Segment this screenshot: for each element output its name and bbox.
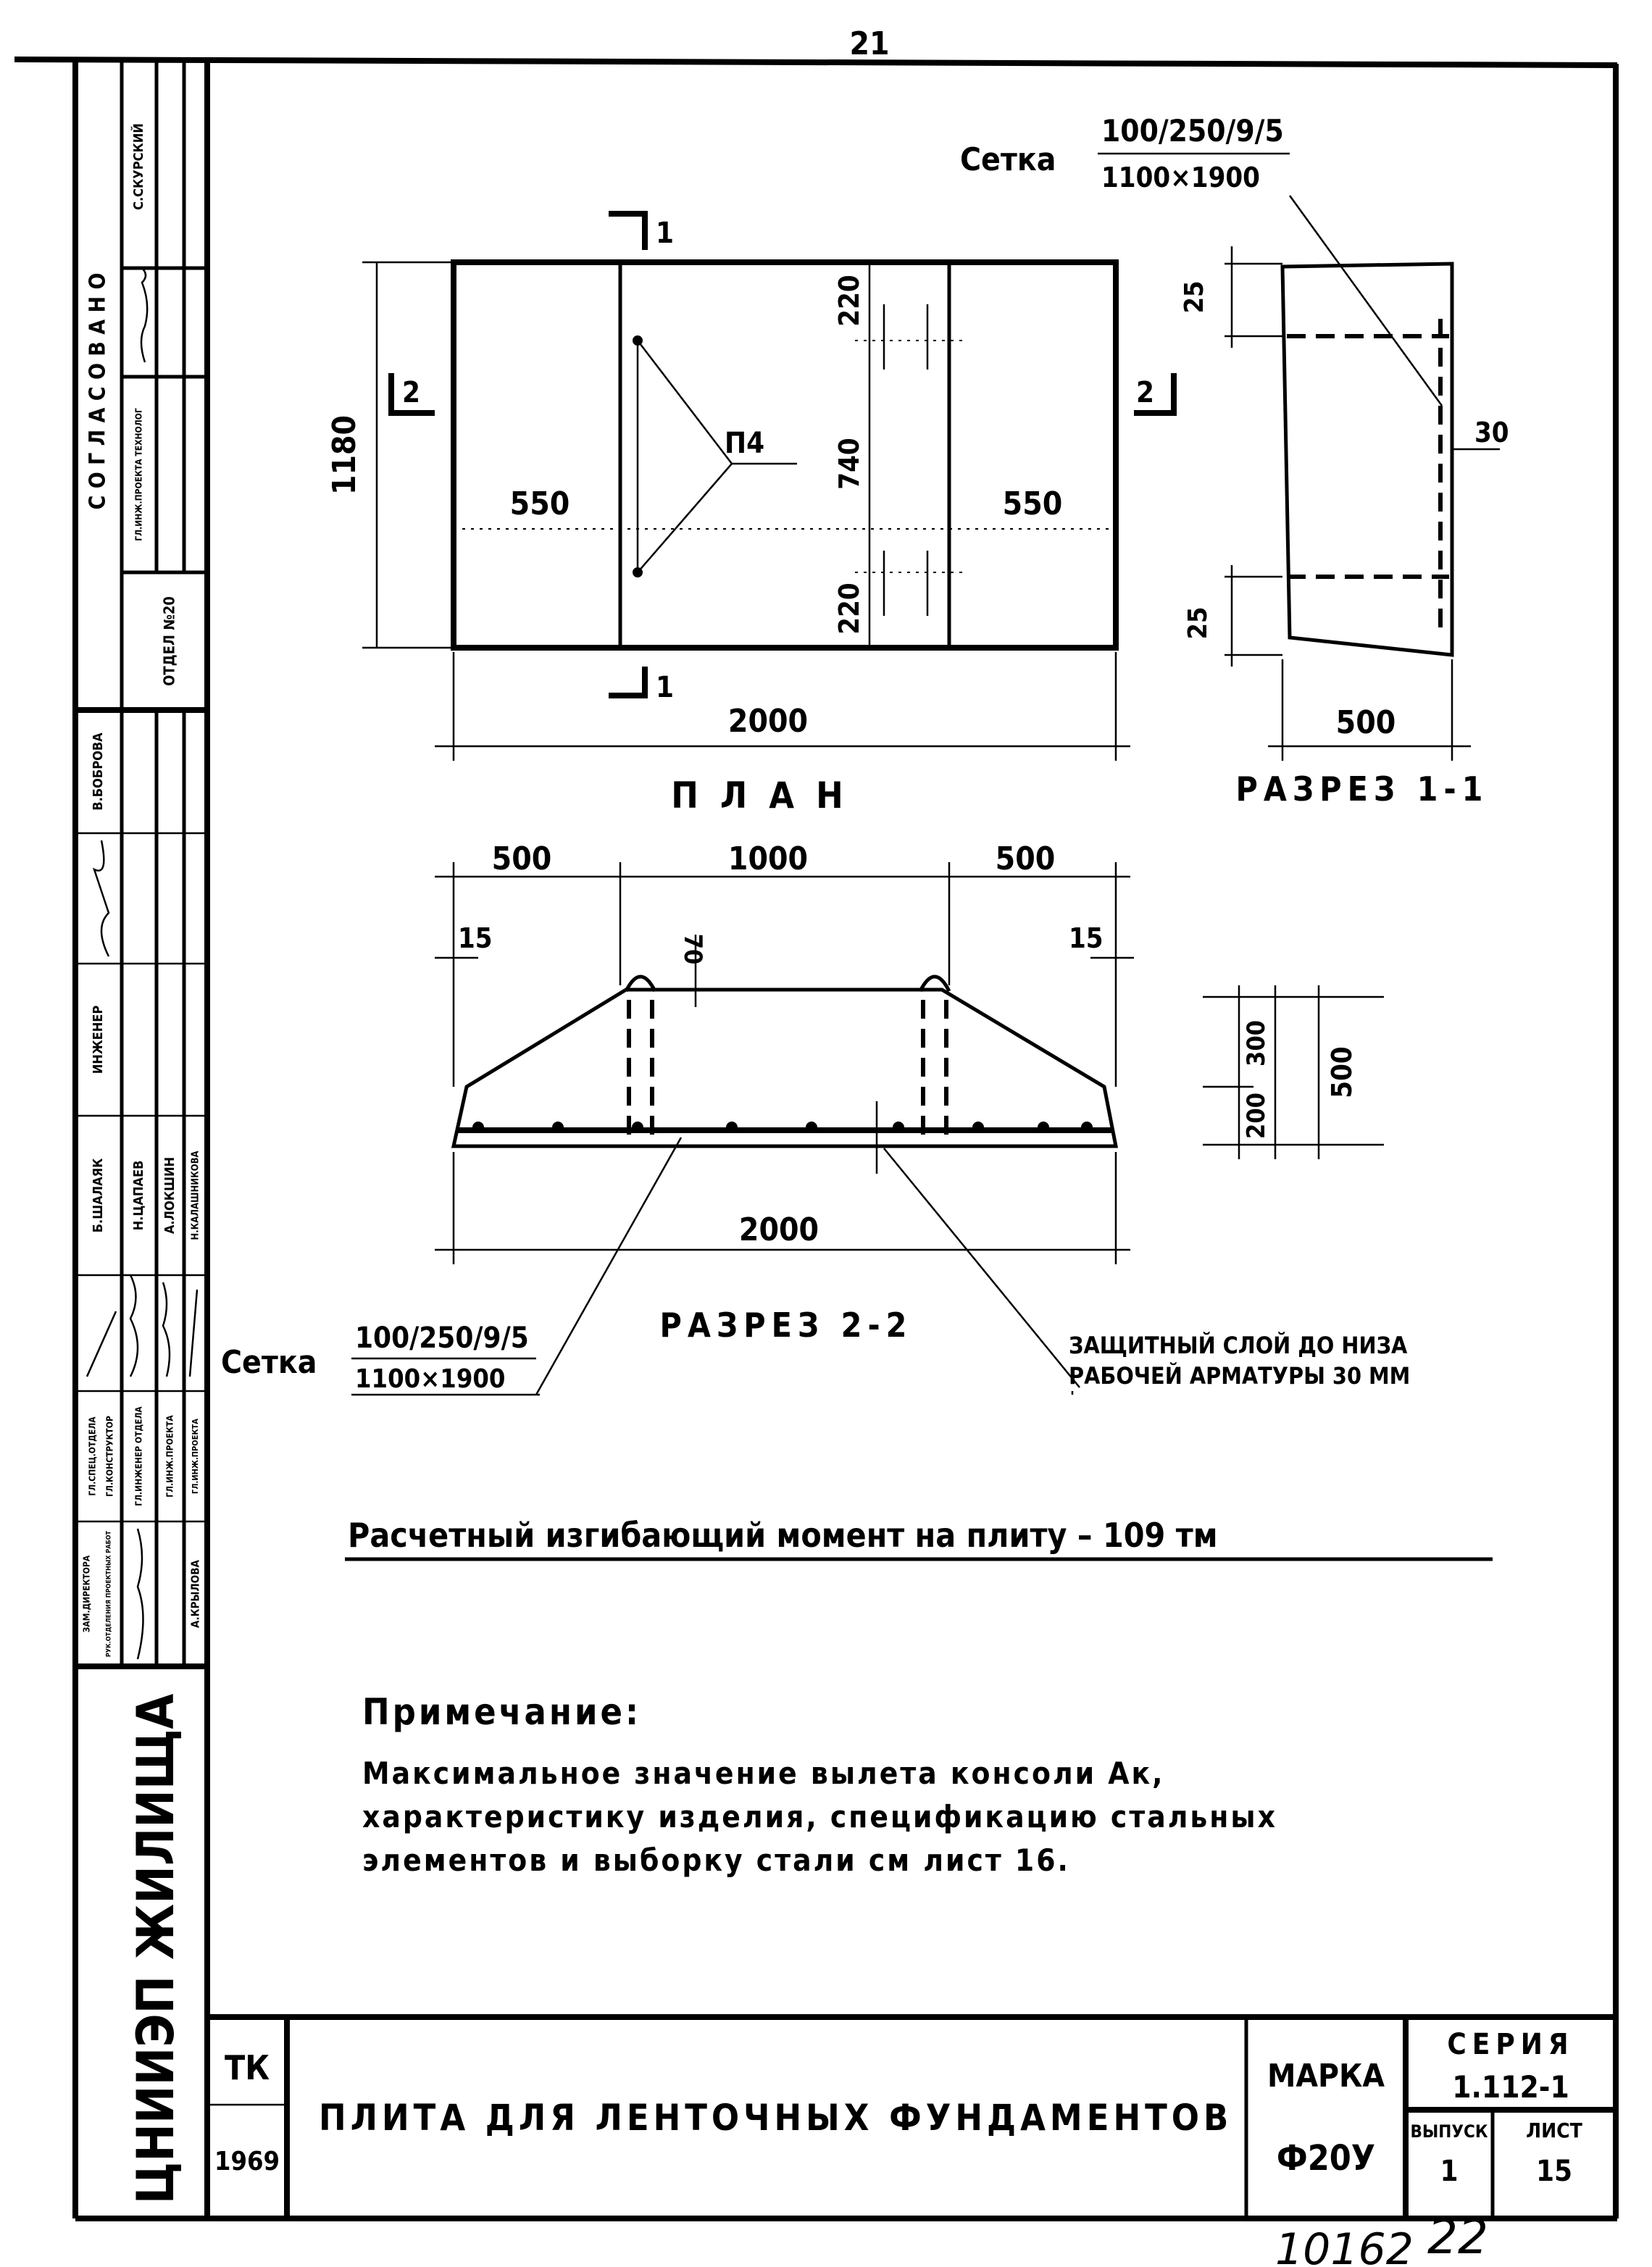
signature — [92, 840, 110, 957]
section-2-2-middle-dim: 1000 — [728, 840, 808, 877]
marka-label: МАРКА — [1267, 2058, 1385, 2095]
mesh-label-lower: Сетка 100/250/9/5 1100×1900 — [221, 1322, 540, 1396]
loop-mark: П4 — [725, 427, 764, 460]
handwritten-page-number: 22 — [1427, 2209, 1488, 2265]
height-upper-dim: 300 — [1242, 1020, 1271, 1066]
page-number-top: 21 — [849, 25, 889, 62]
approver-signature — [140, 267, 149, 363]
section-2-2: 500 1000 500 15 15 70 2000 РАЗРЕЗ 2-2 ЗА… — [435, 840, 1410, 1395]
section-1-1: 25 25 30 500 РАЗРЕЗ 1-1 — [1180, 246, 1509, 809]
plan-top-offset-dim: 220 — [833, 275, 865, 326]
tk-label: ТК — [225, 2048, 270, 2087]
title-block: ТК 1969 ПЛИТА ДЛЯ ЛЕНТОЧНЫХ ФУНДАМЕНТОВ … — [207, 2014, 1616, 2218]
plan-width-dim: 2000 — [728, 703, 808, 740]
list-value: 15 — [1536, 2155, 1572, 2188]
role-chief-engineer-dept: ГЛ.ИНЖЕНЕР ОТДЕЛА — [134, 1406, 144, 1506]
plan-middle-dim: 740 — [833, 438, 865, 489]
section-1-1-bottom-cover: 25 — [1183, 606, 1213, 639]
name-krylova: А.КРЫЛОВА — [189, 1560, 202, 1628]
note-line: Максимальное значение вылета консоли Ак, — [362, 1755, 1165, 1791]
svg-text:100/250/9/5: 100/250/9/5 — [1101, 113, 1284, 149]
side-approval-strip: С О Г Л А С О В А Н О С.СКУРСКИЙ ГЛ.ИНЖ.… — [75, 61, 207, 2204]
plan-title: ПЛАН — [671, 775, 864, 817]
cut-2-left-label: 2 — [402, 376, 420, 409]
height-detail: 300 200 500 — [1203, 985, 1384, 1159]
cover-callout-line-1: ЗАЩИТНЫЙ СЛОЙ ДО НИЗА — [1069, 1332, 1408, 1359]
note: Примечание: Максимальное значение вылета… — [362, 1691, 1277, 1878]
svg-text:1100×1900: 1100×1900 — [1101, 162, 1260, 193]
svg-text:Сетка: Сетка — [960, 141, 1056, 178]
plan-height-dim: 1180 — [326, 415, 363, 495]
role-chief-project-engineer: ГЛ.ИНЖ.ПРОЕКТА — [165, 1415, 175, 1498]
cover-callout-line-2: РАБОЧЕЙ АРМАТУРЫ 30 ММ — [1069, 1362, 1410, 1390]
vypusk-value: 1 — [1440, 2155, 1458, 2188]
role-head-of-division: РУК.ОТДЕЛЕНИЯ ПРОЕКТНЫХ РАБОТ — [106, 1530, 113, 1657]
note-heading: Примечание: — [362, 1691, 641, 1733]
section-2-2-edge-right: 15 — [1069, 922, 1104, 954]
section-1-1-top-cover: 25 — [1180, 280, 1209, 313]
section-1-1-cover: 30 — [1474, 417, 1509, 448]
plan-view: П4 2000 550 550 1180 220 740 220 1 1 2 2… — [326, 211, 1177, 817]
section-2-2-edge-left: 15 — [458, 922, 493, 954]
mesh-label-top: Сетка 100/250/9/5 1100×1900 — [960, 113, 1443, 406]
height-lower-dim: 200 — [1242, 1093, 1271, 1139]
cut-1-top-label: 1 — [656, 217, 674, 250]
section-2-2-right-dim: 500 — [996, 840, 1056, 877]
section-2-2-title: РАЗРЕЗ 2-2 — [660, 1306, 913, 1345]
list-label: ЛИСТ — [1526, 2118, 1582, 2142]
year-label: 1969 — [214, 2147, 280, 2176]
department-label: ОТДЕЛ №20 — [161, 596, 178, 686]
section-2-2-loop-dim: 70 — [678, 934, 707, 965]
role-chief-project-engineer-2: ГЛ.ИНЖ.ПРОЕКТА — [191, 1419, 200, 1494]
section-1-1-width: 500 — [1336, 704, 1396, 741]
vypusk-label: ВЫПУСК — [1410, 2121, 1488, 2142]
signature-deputy — [136, 1528, 144, 1660]
approved-label: С О Г Л А С О В А Н О — [85, 273, 111, 510]
plan-bottom-offset-dim: 220 — [833, 583, 865, 634]
name-kalashnikova: Н.КАЛАШНИКОВА — [191, 1151, 201, 1240]
signatures-row — [85, 1274, 199, 1377]
product-name: ПЛИТА ДЛЯ ЛЕНТОЧНЫХ ФУНДАМЕНТОВ — [319, 2097, 1232, 2139]
section-1-1-title: РАЗРЕЗ 1-1 — [1236, 769, 1489, 809]
name-lokshin: А.ЛОКШИН — [162, 1157, 178, 1234]
svg-text:1100×1900: 1100×1900 — [355, 1364, 505, 1394]
sheet-frame — [14, 57, 1619, 2221]
note-line: характеристику изделия, спецификацию ста… — [362, 1799, 1277, 1834]
handwritten-archive-number: 10162 — [1275, 2224, 1414, 2267]
approver-name: С.СКУРСКИЙ — [130, 123, 146, 210]
plan-left-dim: 550 — [510, 485, 570, 522]
role-engineer: ИНЖЕНЕР — [91, 1006, 106, 1074]
bending-moment-text: Расчетный изгибающий момент на плиту – 1… — [348, 1516, 1218, 1555]
height-total-dim: 500 — [1326, 1046, 1358, 1098]
note-line: элементов и выборку стали см лист 16. — [362, 1842, 1070, 1878]
section-2-2-width-dim: 2000 — [739, 1211, 819, 1248]
name-tsapaev: Н.ЦАПАЕВ — [131, 1161, 146, 1231]
organization-logo: ЦНИИЭП ЖИЛИЩА — [126, 1694, 185, 2205]
svg-text:Сетка: Сетка — [221, 1344, 317, 1381]
marka-value: Ф20У — [1277, 2138, 1375, 2179]
seria-label: СЕРИЯ — [1447, 2028, 1574, 2061]
plan-right-dim: 550 — [1003, 485, 1063, 522]
approver-role: ГЛ.ИНЖ.ПРОЕКТА ТЕХНОЛОГ — [134, 408, 144, 541]
role-chief-specialist: ГЛ.СПЕЦ.ОТДЕЛА — [88, 1416, 98, 1496]
cut-2-right-label: 2 — [1136, 376, 1154, 409]
section-2-2-left-dim: 500 — [492, 840, 552, 877]
role-chief-constructor: ГЛ.КОНСТРУКТОР — [105, 1416, 115, 1497]
seria-value: 1.112-1 — [1452, 2069, 1569, 2105]
cut-1-bottom-label: 1 — [656, 671, 674, 704]
svg-text:100/250/9/5: 100/250/9/5 — [355, 1322, 529, 1355]
role-deputy-director: ЗАМ.ДИРЕКТОРА — [82, 1555, 92, 1632]
name-shalayak: Б.ШАЛАЯК — [91, 1158, 106, 1232]
name-bobrova: В.БОБРОВА — [91, 732, 106, 811]
